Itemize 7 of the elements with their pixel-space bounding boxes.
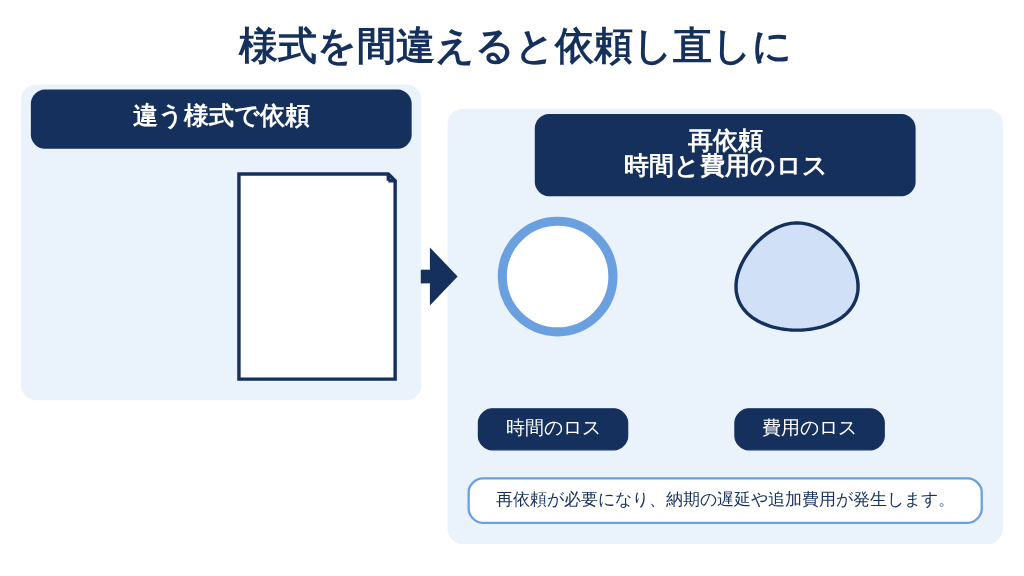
cluster: 違う様式で依頼 [21, 83, 422, 400]
node-bag [734, 220, 860, 332]
node-box: 費用のロス [734, 407, 885, 450]
node-box: 時間のロス [477, 407, 629, 450]
node-box: 再依頼が必要になり、納期の遅延や追加費用が発生します。 [467, 476, 983, 524]
diagram-title: 様式を間違えると依頼し直しに [239, 22, 793, 68]
node-circle [497, 216, 618, 336]
